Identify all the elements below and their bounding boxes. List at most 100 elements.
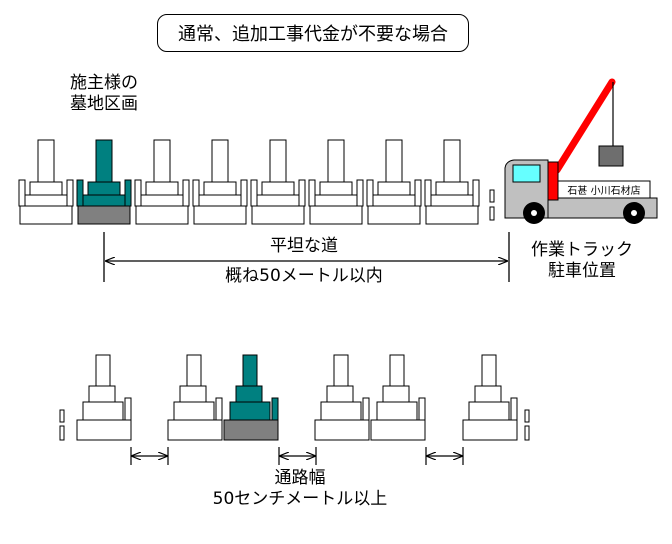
plot-label-line-1: 施主様の	[70, 73, 138, 93]
grave-pedestal	[203, 181, 237, 196]
grave-stone	[443, 139, 461, 183]
truck-front-hub	[531, 210, 537, 216]
grave-stone	[269, 139, 287, 183]
grave-step	[173, 401, 215, 421]
client-grave-stone	[95, 139, 113, 183]
grave-lantern	[18, 179, 26, 207]
grave-step	[371, 194, 417, 207]
aisle-width-line-2: 50センチメートル以上	[212, 489, 388, 509]
grave-base	[462, 419, 518, 441]
grave-lantern	[250, 179, 258, 207]
grave-pedestal	[326, 385, 354, 403]
grave-lantern	[182, 179, 190, 207]
grave-lantern	[414, 179, 422, 207]
boundary-post	[59, 425, 65, 441]
flat-path-label: 平坦な道	[270, 236, 338, 256]
grave-lantern	[134, 179, 142, 207]
grave-pedestal	[474, 385, 502, 403]
grave-lantern	[308, 179, 316, 207]
grave-lantern	[192, 179, 200, 207]
truck-position-label: 作業トラック 駐車位置	[522, 240, 642, 282]
grave-base	[19, 205, 73, 225]
grave-stone	[385, 139, 403, 183]
client-grave-step	[229, 401, 271, 421]
grave-stone	[327, 139, 345, 183]
grave-pedestal	[377, 181, 411, 196]
plot-label: 施主様の 墓地区画	[64, 73, 144, 115]
boundary-post	[524, 409, 530, 423]
truck-sign	[557, 180, 651, 199]
grave-base	[370, 419, 426, 441]
grave-step	[139, 194, 185, 207]
truck-sign-text: 石甚 小川石材店	[567, 184, 640, 197]
boundary-post	[524, 425, 530, 441]
grave-step	[429, 194, 475, 207]
grave-base	[367, 205, 421, 225]
boundary-post	[59, 409, 65, 423]
client-grave-base	[77, 205, 131, 225]
grave-base	[167, 419, 223, 441]
grave-step	[82, 401, 124, 421]
grave-stone	[211, 139, 229, 183]
client-grave-lantern	[271, 397, 279, 421]
grave-base	[425, 205, 479, 225]
grave-step	[376, 401, 418, 421]
aisle-tick-marks	[130, 447, 464, 465]
grave-pedestal	[29, 181, 63, 196]
crane-boom	[553, 78, 616, 174]
grave-stone	[481, 354, 497, 387]
grave-lantern	[362, 397, 370, 421]
distance-limit-label: 概ね50メートル以内	[225, 266, 383, 286]
aisle-width-line-1: 通路幅	[274, 468, 326, 488]
client-grave-pedestal	[87, 181, 121, 196]
grave-lantern	[298, 179, 306, 207]
grave-lantern	[66, 179, 74, 207]
grave-lantern	[424, 179, 432, 207]
grave-stone	[95, 354, 111, 387]
aisle-width-label: 通路幅 50センチメートル以上	[200, 468, 400, 510]
boundary-post	[489, 206, 495, 221]
grave-pedestal	[435, 181, 469, 196]
grave-stone	[333, 354, 349, 387]
grave-lantern	[472, 179, 480, 207]
grave-lantern	[366, 179, 374, 207]
boundary-post	[489, 189, 495, 203]
grave-pedestal	[319, 181, 353, 196]
grave-lantern	[510, 397, 518, 421]
truck-position-line-2: 駐車位置	[548, 261, 616, 281]
grave-lantern	[124, 397, 132, 421]
grave-stone	[389, 354, 405, 387]
crane-post	[547, 161, 559, 201]
grave-step	[468, 401, 510, 421]
grave-lantern	[418, 397, 426, 421]
diagram-title: 通常、追加工事代金が不要な場合	[157, 14, 469, 52]
grave-base	[309, 205, 363, 225]
plot-label-line-2: 墓地区画	[70, 94, 138, 114]
grave-step	[255, 194, 301, 207]
grave-lantern	[356, 179, 364, 207]
grave-base	[251, 205, 305, 225]
grave-pedestal	[179, 385, 207, 403]
grave-base	[314, 419, 370, 441]
crane-truck: 石甚 小川石材店	[504, 78, 658, 224]
grave-base	[76, 419, 132, 441]
crane-load	[598, 145, 624, 167]
grave-pedestal	[261, 181, 295, 196]
grave-base	[193, 205, 247, 225]
grave-step	[313, 194, 359, 207]
grave-stone	[186, 354, 202, 387]
grave-step	[320, 401, 362, 421]
grave-stone	[153, 139, 171, 183]
grave-step	[197, 194, 243, 207]
grave-base	[135, 205, 189, 225]
grave-lantern	[240, 179, 248, 207]
grave-pedestal	[382, 385, 410, 403]
grave-stone	[37, 139, 55, 183]
client-grave-lantern	[76, 179, 84, 207]
grave-pedestal	[88, 385, 116, 403]
truck-window	[512, 164, 541, 183]
client-grave-pedestal	[235, 385, 263, 403]
grave-step	[23, 194, 69, 207]
